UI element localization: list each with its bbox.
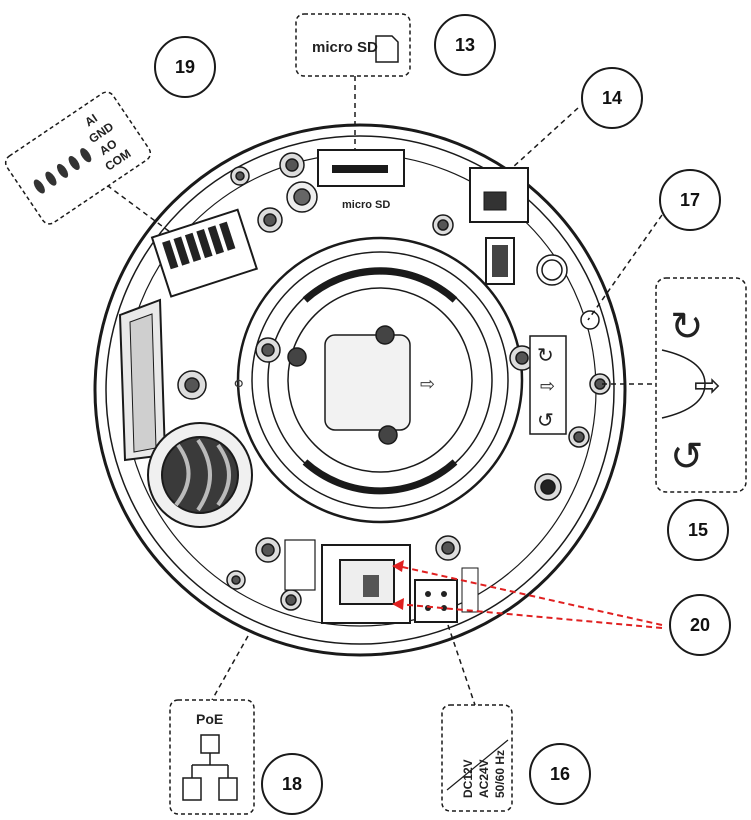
callout-15-label: 15 [688, 520, 708, 540]
power-terminal-pin [441, 591, 447, 597]
callout-18: 18 [261, 753, 323, 815]
callout-20: 20 [669, 594, 731, 656]
callout-17: 17 [659, 169, 721, 231]
lens-screws [287, 325, 398, 445]
leader-lines [99, 76, 663, 706]
callout-13: 13 [434, 14, 496, 76]
rotate-cw-icon: ↻ [537, 343, 554, 367]
rotate-cw-large-icon: ↻ [670, 304, 704, 350]
rotate-ccw-icon: ↺ [537, 408, 554, 432]
poe-indicator [284, 539, 316, 591]
power-terminal-pin [425, 591, 431, 597]
microsd-slot-opening [332, 165, 388, 173]
cable-knob-inner [161, 436, 239, 514]
inset-poe: PoE [169, 699, 255, 815]
dip-switch-block [150, 208, 259, 298]
lens-arc-bottom [302, 459, 458, 495]
camera-base: ⇨ Φ micro S [93, 123, 627, 657]
alarm-terminal-switches [33, 148, 92, 194]
highlight-arrowhead [392, 560, 404, 572]
callout-17-label: 17 [680, 190, 700, 210]
callout-18-label: 18 [282, 774, 302, 794]
callout-14: 14 [581, 67, 643, 129]
callout-16-label: 16 [550, 764, 570, 784]
power-spec-diagonal [446, 739, 509, 791]
callout-16: 16 [529, 743, 591, 805]
inset-alarm-terminal: AI GND AO COM [4, 91, 152, 225]
callout-15: 15 [667, 499, 729, 561]
arrow-right-large-icon: ⇨ [694, 366, 721, 404]
power-terminal-label [461, 567, 479, 613]
side-latch-inner [129, 313, 157, 453]
rj45-port-latch [363, 575, 379, 597]
inset-power-spec: DC12V AC24V 50/60 Hz [441, 704, 513, 812]
power-terminal-pin [441, 605, 447, 611]
poe-label: PoE [196, 711, 223, 727]
callout-19: 19 [154, 36, 216, 98]
lens-ring-2 [251, 251, 509, 509]
lens-arc-top [302, 267, 458, 303]
power-spec-ac: AC24V [477, 759, 491, 798]
inset-rotation: ↻ ⇨ ↺ [655, 277, 747, 493]
callout-20-label: 20 [690, 615, 710, 635]
callout-19-label: 19 [175, 57, 195, 77]
inset-microsd: micro SD [295, 13, 411, 77]
rotate-ccw-large-icon: ↺ [670, 434, 704, 480]
rotation-control-panel [529, 335, 567, 435]
cable-knob-grip [174, 438, 231, 512]
lens-mark: Φ [234, 377, 243, 391]
microsd-slot-logo: micro SD [342, 199, 390, 211]
microsd-logo: micro SD [312, 39, 378, 56]
callout-13-label: 13 [455, 35, 475, 55]
power-spec-dc: DC12V [461, 759, 475, 798]
sd-card-icon [375, 35, 399, 63]
connector-14-slot-inner [492, 245, 508, 277]
power-terminal [414, 579, 458, 623]
poe-network-node [182, 777, 202, 801]
outer-housing-inner-ring [105, 135, 615, 645]
rotate-arrow-icon: ⇨ [540, 376, 555, 397]
poe-network-lines [191, 753, 229, 778]
poe-network-node [218, 777, 238, 801]
housing-screws [177, 152, 611, 611]
connector-14-port [483, 191, 507, 211]
rotation-notch [661, 349, 706, 419]
callout-14-label: 14 [602, 88, 622, 108]
power-spec-hz: 50/60 Hz [493, 750, 507, 798]
highlight-arrowhead [392, 598, 404, 610]
lens-center-block [324, 334, 411, 431]
highlight-arrows-20 [397, 565, 663, 629]
lens-direction-arrow: ⇨ [420, 374, 435, 395]
